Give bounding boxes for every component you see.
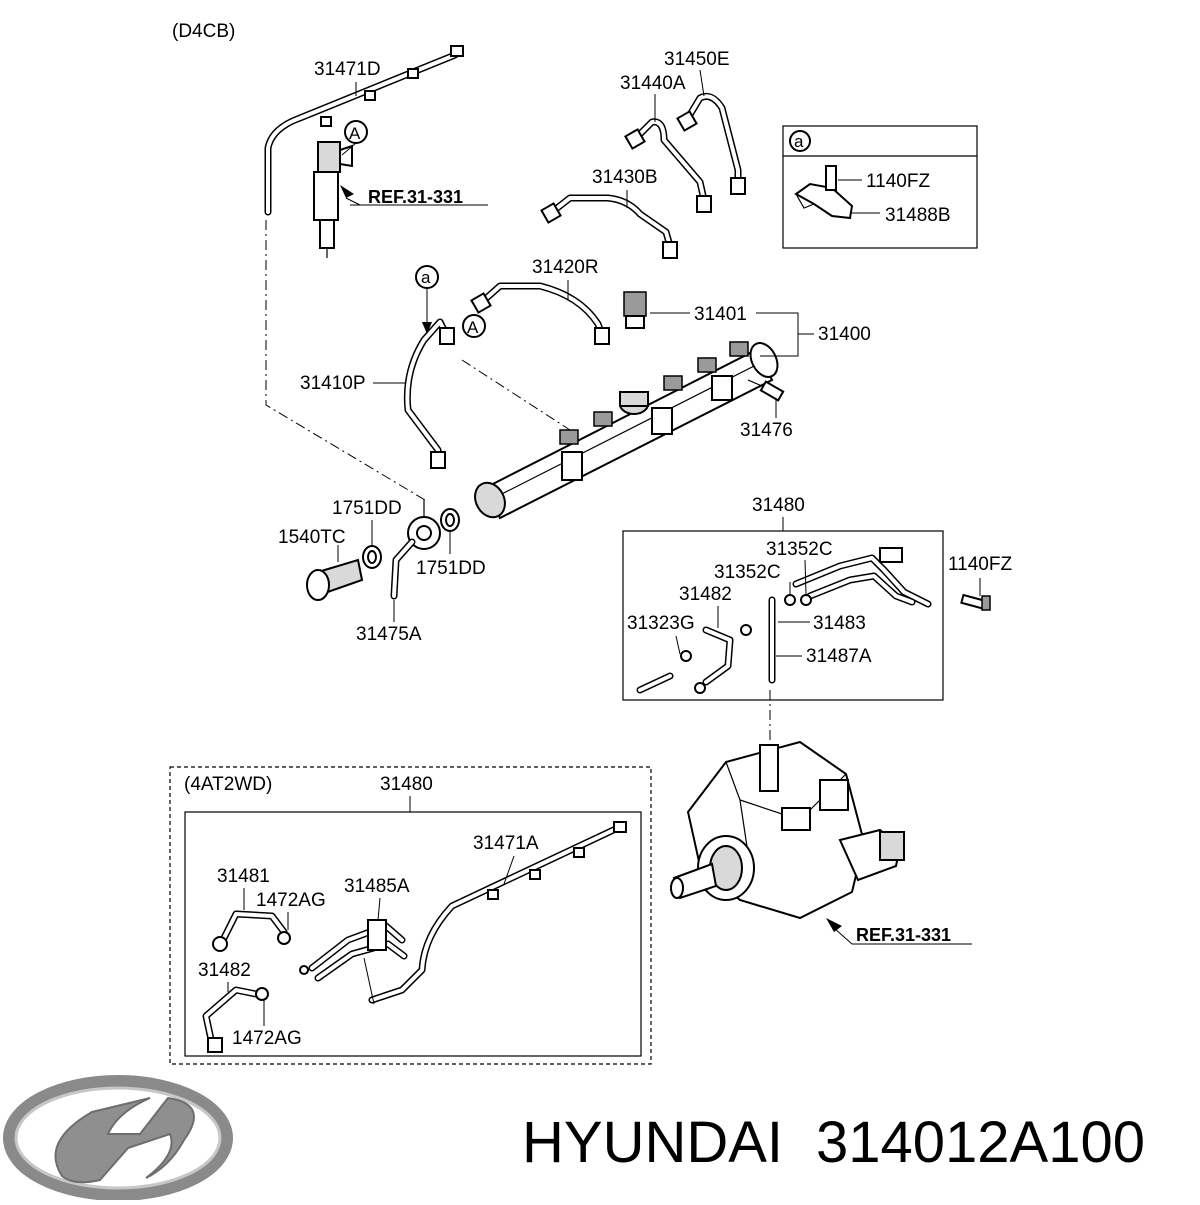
callout-A-rail: A [462, 314, 486, 338]
pipe-31410P [403, 318, 455, 469]
pipe-31485A [308, 919, 408, 982]
label-31487A: 31487A [806, 646, 872, 667]
label-31400: 31400 [818, 324, 871, 345]
variant-4at2wd-box [169, 766, 652, 1065]
hose-31475A [390, 538, 416, 600]
hyundai-logo-icon [3, 1075, 233, 1201]
engine-code-label: (D4CB) [172, 21, 235, 42]
callout-A-injector: A [341, 120, 368, 156]
pump-ref-label: REF.31-331 [856, 925, 951, 945]
centerline-injector [265, 220, 426, 501]
variant-31480-title: 31480 [380, 774, 433, 795]
label-31410P: 31410P [300, 373, 366, 394]
label-31488B: 31488B [885, 205, 951, 226]
hose-31482 [702, 626, 734, 686]
label-1140FZ-assembly: 1140FZ [948, 554, 1012, 575]
variant-label: (4AT2WD) [184, 774, 272, 795]
return-hose-31471A [368, 821, 627, 1004]
pressure-sensor-31401 [623, 291, 647, 329]
svg-text:a: a [421, 268, 431, 287]
label-1751DD-top: 1751DD [332, 498, 402, 519]
label-31471A: 31471A [473, 833, 539, 854]
label-31450E: 31450E [664, 49, 730, 70]
brand-name: HYUNDAI [522, 1110, 783, 1175]
label-31440A: 31440A [620, 73, 686, 94]
ref-arrow-injector [340, 185, 488, 206]
rail-pressure-sensor [619, 391, 649, 415]
washer-1751DD-a [362, 545, 382, 569]
pipe-31420R [470, 282, 610, 345]
label-31476: 31476 [740, 420, 793, 441]
label-31481: 31481 [217, 866, 270, 887]
bolt-1140FZ-detail [825, 165, 837, 191]
label-31401: 31401 [694, 304, 747, 325]
part-number: 314012A100 [816, 1110, 1145, 1175]
clips-31352C [740, 594, 812, 636]
label-1140FZ-detail: 1140FZ [866, 171, 930, 192]
label-31352C-mid: 31352C [714, 562, 781, 583]
label-31485A: 31485A [344, 876, 410, 897]
assembly-31480-box [622, 530, 944, 701]
assembly-31480-title: 31480 [752, 495, 805, 516]
banjo-fitting [407, 500, 441, 550]
pipe-31430B [540, 194, 678, 259]
bolt-31476 [747, 379, 785, 402]
label-31483: 31483 [813, 613, 866, 634]
bolt-1140FZ-assembly [960, 593, 991, 611]
washer-1751DD-b [440, 508, 460, 532]
hose-31482-variant [202, 986, 260, 1053]
label-1751DD-bottom: 1751DD [416, 558, 486, 579]
label-31323G: 31323G [627, 613, 695, 634]
injector-ref-label: REF.31-331 [368, 187, 463, 207]
label-31482-variant: 31482 [198, 960, 251, 981]
bracket-31488B [794, 182, 854, 220]
high-pressure-pump [670, 740, 905, 920]
plug-1540TC [306, 558, 364, 601]
pipe-31440A [624, 118, 712, 213]
pipe-31450E [676, 92, 746, 195]
rail-ports [559, 341, 749, 445]
label-1540TC: 1540TC [278, 527, 346, 548]
svg-text:a: a [794, 132, 804, 151]
label-1472AG-top: 1472AG [256, 890, 326, 911]
hose-31481 [212, 910, 288, 952]
label-31471D: 31471D [314, 59, 381, 80]
label-31482-assembly: 31482 [679, 584, 732, 605]
injector-return-hose [264, 45, 464, 216]
label-31430B: 31430B [592, 167, 658, 188]
fuel-injector [313, 141, 353, 258]
clamps-1472AG [255, 931, 309, 1001]
detail-a-box: a [782, 125, 978, 249]
label-31475A: 31475A [356, 624, 422, 645]
svg-text:A: A [349, 124, 361, 143]
centerline-pipe-a [461, 359, 571, 431]
ref-arrow-pump [826, 918, 972, 945]
common-rail [474, 341, 779, 520]
label-31420R: 31420R [532, 257, 599, 278]
connector-31323G [636, 650, 706, 694]
leader-variant-joint [363, 957, 375, 1005]
label-31352C-top: 31352C [766, 539, 833, 560]
callout-a-rail: a [415, 265, 439, 334]
label-1472AG-bottom: 1472AG [232, 1028, 302, 1049]
return-pipe-assembly [792, 547, 932, 608]
svg-text:A: A [467, 318, 479, 337]
